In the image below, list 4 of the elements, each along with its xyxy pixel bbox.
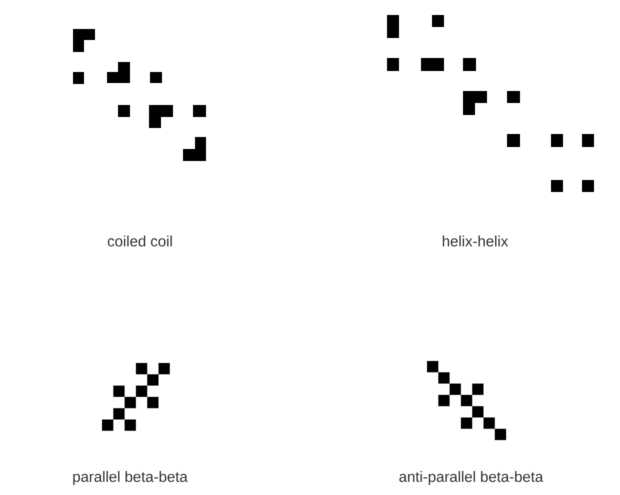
caption: coiled coil xyxy=(108,236,172,246)
caption: parallel beta-beta xyxy=(73,471,188,485)
caption: anti-parallel beta-beta xyxy=(399,471,544,485)
caption: helix-helix xyxy=(442,236,508,246)
